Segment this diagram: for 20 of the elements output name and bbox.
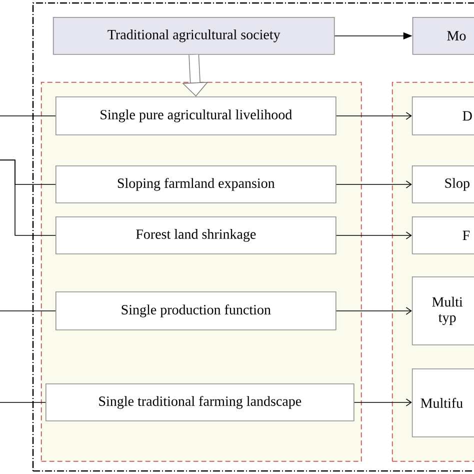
frame-border: [32, 2, 474, 472]
branch-line: [0, 160, 56, 236]
arrow: [336, 180, 412, 188]
arrow: [336, 307, 412, 315]
arrow: [336, 112, 412, 120]
process-box: Multi typ: [412, 276, 474, 346]
process-box: Single traditional farming landscape: [46, 384, 354, 422]
stage-box: Mo: [412, 16, 474, 55]
process-box: Forest land shrinkage: [56, 216, 336, 254]
process-box: F: [412, 216, 474, 254]
process-box: Single production function: [56, 292, 336, 330]
process-box: Multifu: [412, 368, 474, 438]
arrow: [354, 398, 412, 406]
stage-box: Traditional agricultural society: [52, 16, 335, 55]
line: [0, 310, 56, 312]
process-box: D: [412, 96, 474, 136]
process-box: Sloping farmland expansion: [56, 166, 336, 204]
arrow: [336, 232, 412, 240]
line: [0, 402, 46, 403]
process-box: Slop: [412, 166, 474, 204]
